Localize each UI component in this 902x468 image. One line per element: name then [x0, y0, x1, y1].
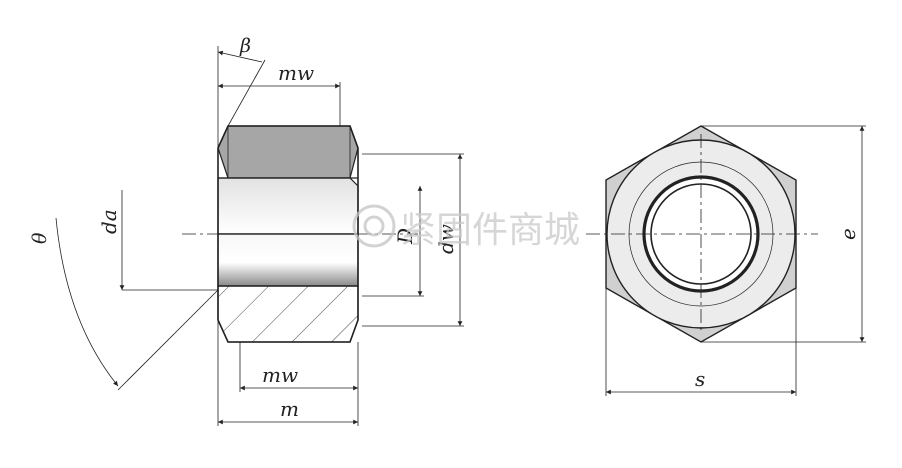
top-chamfer-band — [217, 125, 359, 179]
e-label: e — [836, 228, 860, 240]
front-view — [605, 125, 797, 343]
watermark-gear-icon — [352, 204, 396, 248]
lower-bore-region — [217, 233, 359, 287]
watermark-text: 紧固件商城 — [400, 210, 580, 251]
s-label: s — [695, 367, 705, 391]
side-dimensions — [55, 46, 464, 426]
theta-label: θ — [29, 232, 51, 244]
mw-top-label: mw — [278, 61, 314, 85]
m-label: m — [280, 397, 299, 421]
upper-bore-region — [217, 177, 359, 235]
mw-bottom-label: mw — [262, 363, 298, 387]
beta-label: β — [239, 35, 251, 57]
hatched-section — [217, 285, 359, 343]
front-centerlines — [586, 134, 818, 334]
D-label: D — [393, 228, 417, 245]
dw-label: dw — [434, 224, 458, 254]
front-dimensions — [605, 125, 866, 396]
watermark: 紧固件商城 — [352, 204, 580, 251]
da-label: da — [97, 209, 121, 234]
